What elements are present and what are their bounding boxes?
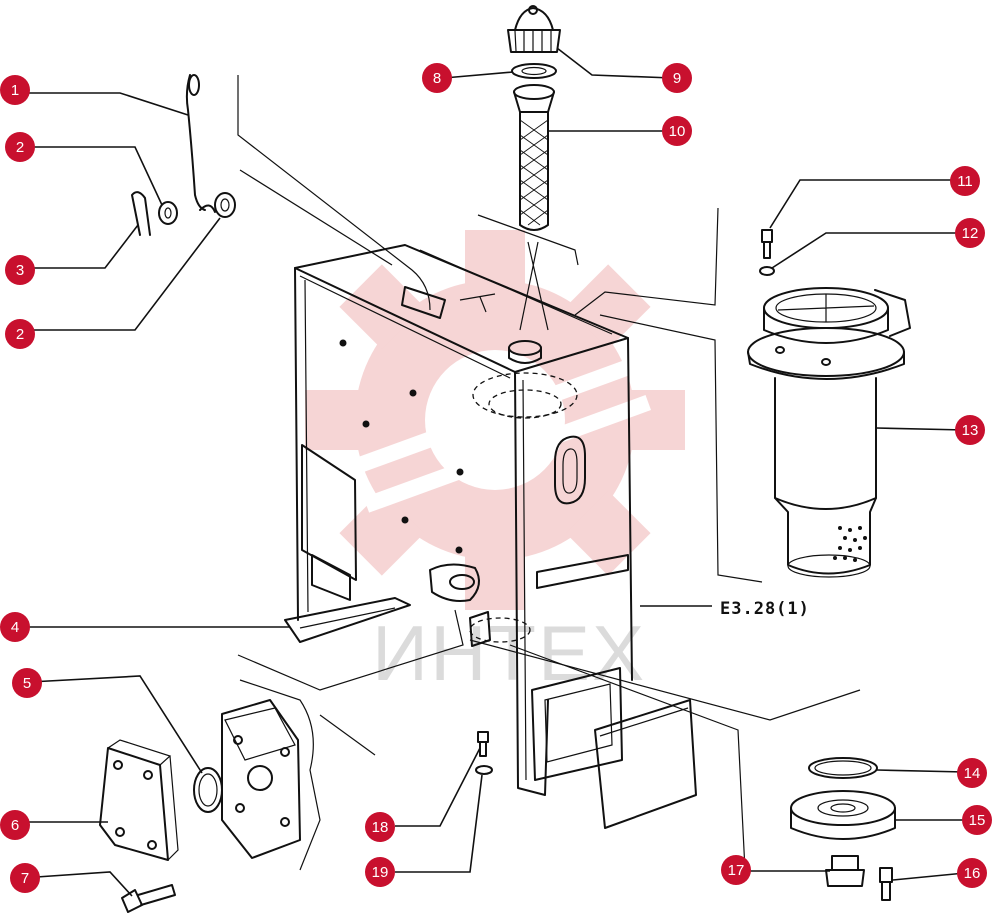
leader-lines xyxy=(21,47,966,897)
cover-plate-part xyxy=(594,699,697,829)
flange-part xyxy=(790,757,896,840)
callout-17: 17 xyxy=(721,855,751,885)
watermark-gear-logo xyxy=(305,230,685,610)
callout-number: 10 xyxy=(669,123,686,140)
o-ring-part xyxy=(193,767,223,813)
bolt-part xyxy=(759,229,775,276)
callout-markers: 1 2 3 2 4 5 6 7 8 9 10 11 12 13 14 15 16… xyxy=(0,63,992,893)
callout-number: 9 xyxy=(673,70,681,87)
callout-11: 11 xyxy=(950,166,980,196)
callout-14: 14 xyxy=(957,758,987,788)
callout-number: 2 xyxy=(16,139,24,156)
filler-cap-part xyxy=(507,5,561,53)
callout-number: 16 xyxy=(964,865,981,882)
callout-10: 10 xyxy=(662,116,692,146)
callout-16: 16 xyxy=(957,858,987,888)
callout-number: 1 xyxy=(11,82,19,99)
callout-number: 13 xyxy=(962,422,979,439)
callout-number: 19 xyxy=(372,864,389,881)
plate-part xyxy=(99,739,179,861)
filter-housing-part xyxy=(747,287,911,578)
callout-5: 5 xyxy=(12,668,42,698)
callout-6: 6 xyxy=(0,810,30,840)
callout-number: 5 xyxy=(23,675,31,692)
callout-number: 3 xyxy=(16,262,24,279)
callout-number: 14 xyxy=(964,765,981,782)
callout-number: 2 xyxy=(16,326,24,343)
callout-12: 12 xyxy=(955,218,985,248)
callout-18: 18 xyxy=(365,812,395,842)
callout-number: 17 xyxy=(728,862,745,879)
assembly-lines xyxy=(237,75,861,871)
callout-4: 4 xyxy=(0,612,30,642)
screw-part xyxy=(879,867,893,901)
callout-number: 4 xyxy=(11,619,19,636)
callout-3: 3 xyxy=(5,255,35,285)
callout-19: 19 xyxy=(365,857,395,887)
callout-1: 1 xyxy=(0,75,30,105)
pump-block-part xyxy=(221,679,321,871)
callout-13: 13 xyxy=(955,415,985,445)
callout-number: 8 xyxy=(433,70,441,87)
drain-plug-part xyxy=(825,855,865,887)
callout-7: 7 xyxy=(10,863,40,893)
cotter-pin-part xyxy=(131,191,151,236)
callout-2b: 2 xyxy=(5,319,35,349)
callout-number: 7 xyxy=(21,870,29,887)
callout-number: 15 xyxy=(969,812,986,829)
small-bolt-part xyxy=(475,731,493,775)
gasket-ring-part xyxy=(511,63,557,79)
hex-bolt-part xyxy=(121,884,176,913)
callout-15: 15 xyxy=(962,805,992,835)
callout-2a: 2 xyxy=(5,132,35,162)
callout-number: 11 xyxy=(957,173,973,190)
callout-9: 9 xyxy=(662,63,692,93)
tank-body xyxy=(284,244,633,796)
figure-reference-label: E3.28(1) xyxy=(720,599,810,619)
callout-8: 8 xyxy=(422,63,452,93)
callout-number: 12 xyxy=(962,225,979,242)
cable-part xyxy=(185,74,206,211)
callout-number: 18 xyxy=(372,819,389,836)
washer-part xyxy=(158,192,236,225)
strainer-part xyxy=(513,84,555,231)
watermark-text: ИНТЕХ xyxy=(372,609,646,697)
callout-number: 6 xyxy=(11,817,19,834)
